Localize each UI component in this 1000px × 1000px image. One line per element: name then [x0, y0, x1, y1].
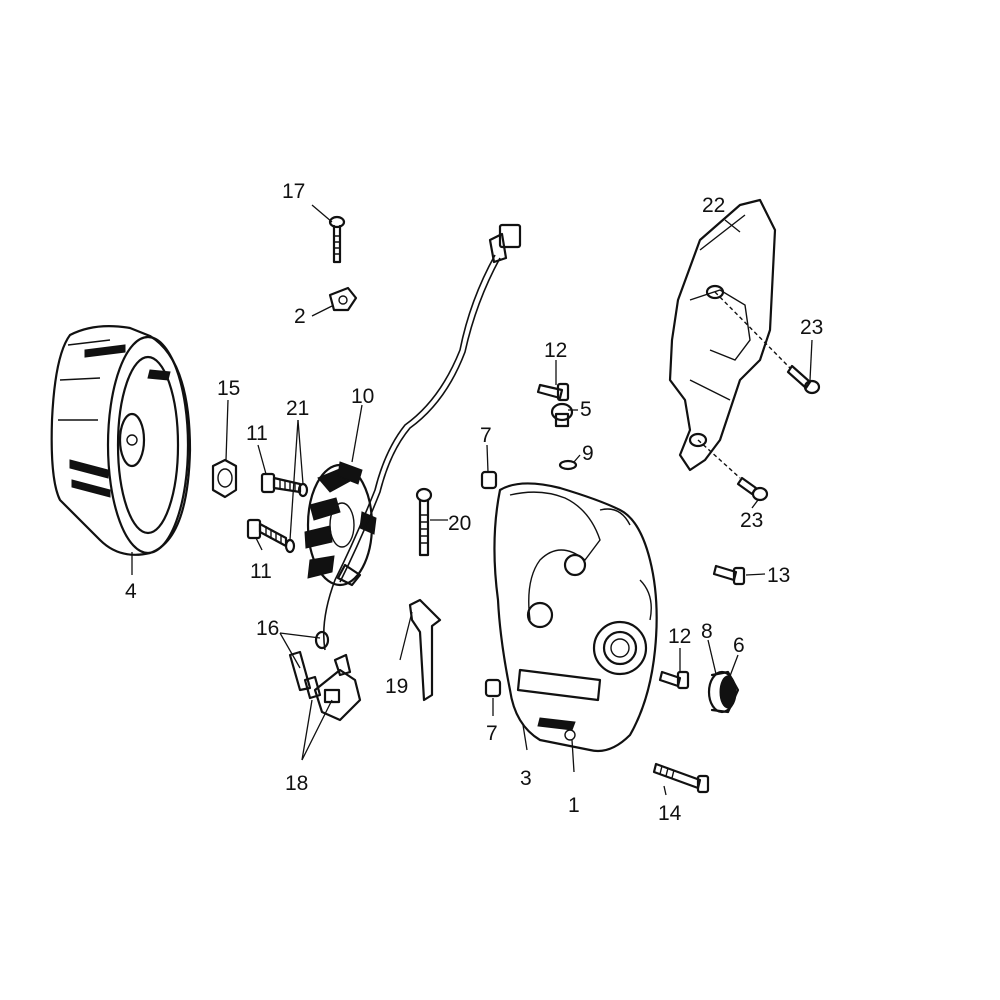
bolt-12-lower	[658, 670, 690, 690]
callout-15: 15	[217, 377, 240, 400]
screw-17	[328, 215, 346, 264]
wire-harness	[322, 223, 522, 651]
callout-12-lower: 12	[668, 625, 691, 648]
clamp-2	[328, 286, 358, 312]
washer-21	[284, 482, 309, 554]
callout-16: 16	[256, 617, 279, 640]
callout-7-lower: 7	[486, 722, 498, 745]
callout-8: 8	[701, 620, 713, 643]
callout-13: 13	[767, 564, 790, 587]
callout-labels: 1 2 3 4 5 6 7 7 8 9 10 11 11 12 12 13 14…	[125, 180, 823, 825]
callout-18: 18	[285, 772, 308, 795]
callout-6: 6	[733, 634, 745, 657]
callout-20: 20	[448, 512, 471, 535]
o-ring-9	[558, 459, 578, 471]
bolt-12-upper	[536, 382, 570, 402]
callout-1: 1	[568, 794, 580, 817]
callout-11-upper: 11	[246, 422, 268, 445]
stator-10	[304, 461, 377, 587]
flywheel-rotor	[50, 325, 192, 556]
callout-3: 3	[520, 767, 532, 790]
bolt-23-lower	[697, 439, 769, 502]
callout-7-upper: 7	[480, 424, 492, 447]
callout-21: 21	[286, 397, 309, 420]
pickup-coil	[288, 630, 362, 722]
callout-2: 2	[294, 305, 306, 328]
seal-cap-6-8	[707, 670, 740, 714]
bolt-11-lower	[246, 518, 288, 548]
callout-12-upper: 12	[544, 339, 567, 362]
callout-11-lower: 11	[250, 560, 272, 583]
callout-23-upper: 23	[800, 316, 823, 339]
callout-22: 22	[702, 194, 725, 217]
dowel-7	[480, 470, 502, 698]
cover-plate-22	[668, 198, 777, 472]
callout-17: 17	[282, 180, 305, 203]
callout-5: 5	[580, 398, 592, 421]
callout-14: 14	[658, 802, 682, 825]
bolt-20	[415, 487, 433, 557]
bracket-19	[408, 598, 442, 702]
callout-10: 10	[351, 385, 374, 408]
callout-23-lower: 23	[740, 509, 763, 532]
callout-4: 4	[125, 580, 137, 603]
bolt-14	[652, 762, 710, 794]
leader-lines	[131, 204, 813, 796]
nut-15	[211, 458, 238, 499]
plug-5	[550, 402, 574, 428]
bolt-13	[712, 564, 746, 586]
callout-19: 19	[385, 675, 408, 698]
bolt-23-upper	[714, 291, 821, 395]
crankcase-cover	[493, 482, 658, 753]
callout-9: 9	[582, 442, 594, 465]
